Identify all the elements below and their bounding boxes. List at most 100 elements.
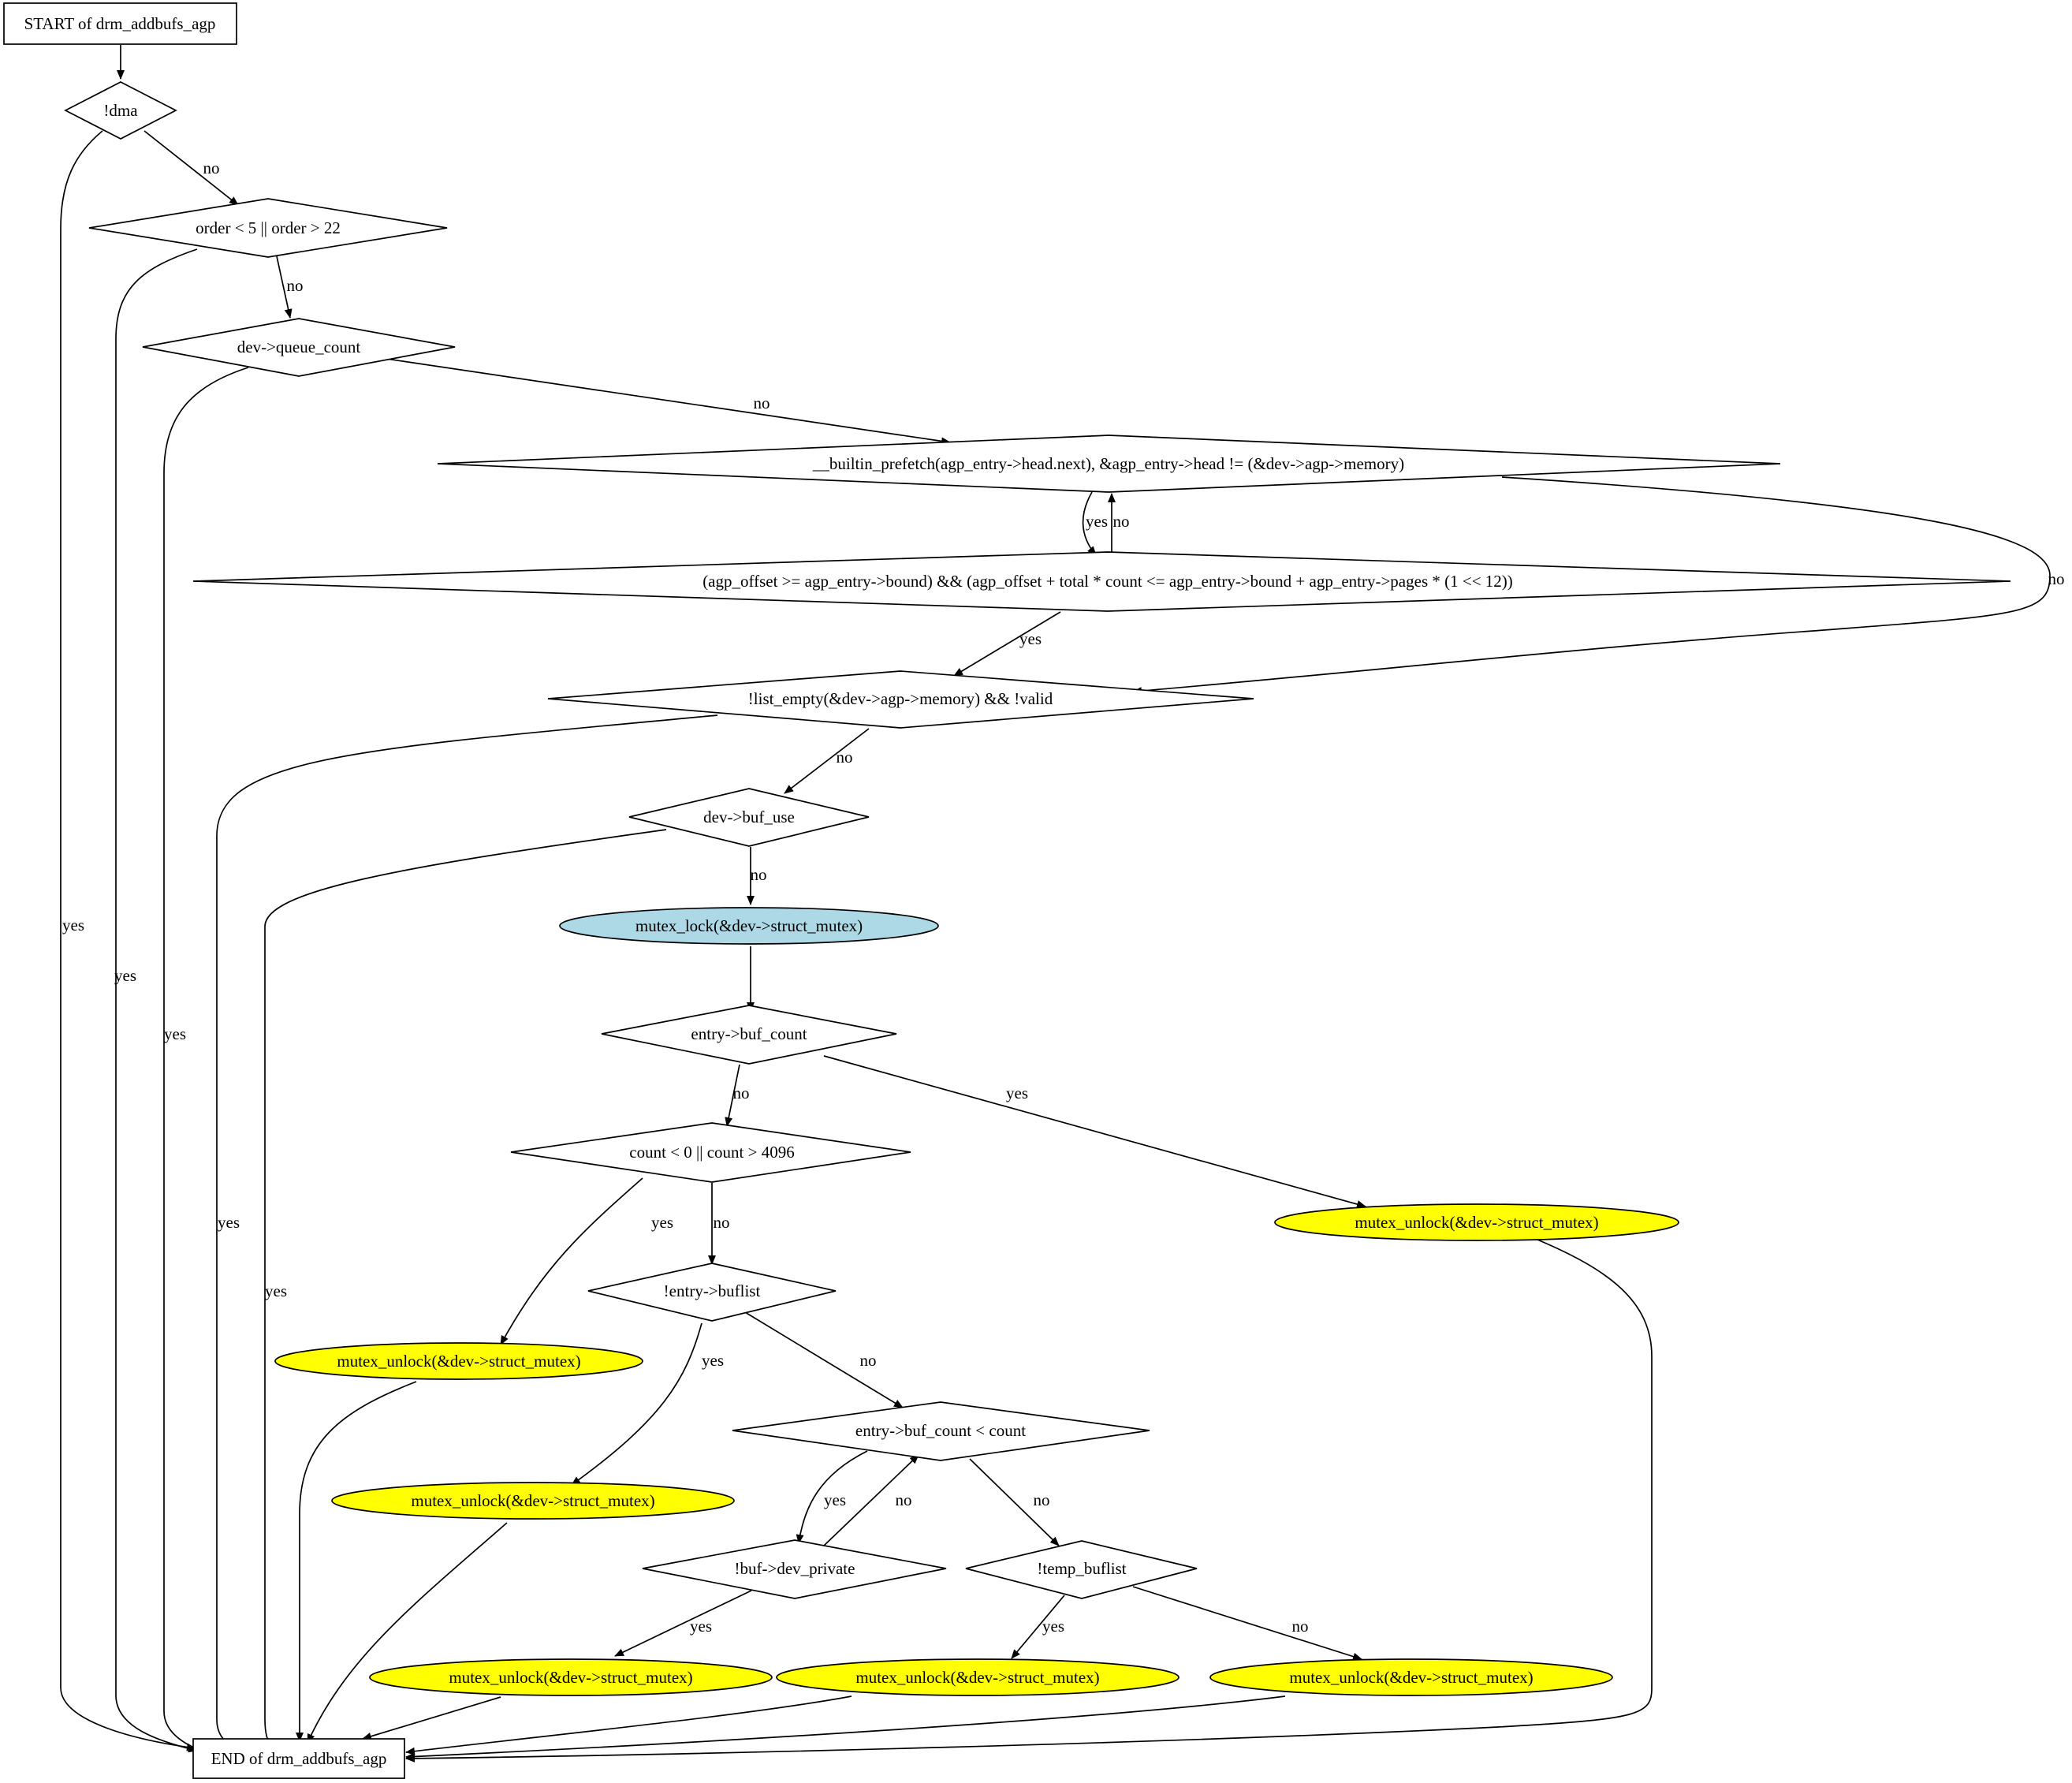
edge-label-bufcount-yes: yes: [1006, 1084, 1028, 1102]
edge-prefetch-no: [1132, 476, 2051, 696]
edge-bufcountlt-yes: [796, 1450, 868, 1544]
exit-mutex-unlock-b: mutex_unlock(&dev->struct_mutex): [331, 1482, 735, 1520]
exit-mutex-unlock-b-label: mutex_unlock(&dev->struct_mutex): [411, 1491, 654, 1510]
condition-buflist-label: !entry->buflist: [664, 1281, 761, 1300]
condition-temp-buflist-label: !temp_buflist: [1037, 1559, 1126, 1578]
exit-mutex-unlock-a: mutex_unlock(&dev->struct_mutex): [274, 1342, 643, 1380]
edge-label-offset-yes: yes: [1019, 629, 1042, 648]
exit-mutex-unlock-e-label: mutex_unlock(&dev->struct_mutex): [855, 1668, 1099, 1687]
edge-order-no: [276, 256, 293, 319]
end-node: END of drm_addbufs_agp: [192, 1738, 405, 1779]
edge-label-dma-yes: yes: [62, 916, 84, 934]
edge-bufcount-yes: [823, 1055, 1366, 1208]
condition-list-empty-label: !list_empty(&dev->agp->memory) && !valid: [748, 689, 1053, 708]
edge-devpriv-no: [823, 1454, 919, 1546]
edge-buflist-no: [744, 1311, 904, 1408]
edge-dma-no: [143, 130, 239, 206]
start-node-label: START of drm_addbufs_agp: [24, 14, 216, 33]
exit-mutex-unlock-f-label: mutex_unlock(&dev->struct_mutex): [1289, 1668, 1533, 1687]
edge-queue-no: [386, 358, 951, 446]
edge-label-bufcountlt-no: no: [1034, 1490, 1050, 1509]
edge-label-order-yes: yes: [114, 966, 136, 985]
exit-mutex-unlock-a-label: mutex_unlock(&dev->struct_mutex): [337, 1352, 580, 1371]
condition-order-label: order < 5 || order > 22: [196, 218, 341, 237]
edge-count-yes: [500, 1177, 643, 1345]
edges: no yes no yes no yes yes no no yes no ye…: [60, 45, 2065, 1762]
condition-buf-count-less: entry->buf_count < count: [732, 1401, 1150, 1461]
edge-unlock-a-to-end: [296, 1381, 417, 1742]
edge-bufcount-no: [725, 1064, 740, 1127]
edge-label-bufcount-no: no: [733, 1084, 750, 1102]
edge-label-offset-no: no: [1113, 512, 1130, 531]
condition-queue-count: dev->queue_count: [142, 318, 456, 377]
condition-count-range-label: count < 0 || count > 4096: [629, 1143, 794, 1162]
edge-label-listempty-yes: yes: [218, 1213, 240, 1232]
edge-queue-yes: [163, 367, 249, 1753]
edge-label-queue-yes: yes: [164, 1024, 186, 1043]
edge-listempty-no: [784, 728, 870, 794]
condition-dev-private: !buf->dev_private: [642, 1539, 947, 1599]
condition-count-range: count < 0 || count > 4096: [510, 1122, 911, 1183]
condition-queue-count-label: dev->queue_count: [237, 338, 361, 356]
condition-agp-offset: (agp_offset >= agp_entry->bound) && (agp…: [192, 551, 2011, 612]
edge-label-order-no: no: [287, 276, 304, 295]
exit-mutex-unlock-e: mutex_unlock(&dev->struct_mutex): [776, 1658, 1179, 1696]
edge-label-dma-no: no: [203, 159, 220, 177]
edge-label-queue-no: no: [754, 394, 770, 412]
exit-mutex-unlock-d: mutex_unlock(&dev->struct_mutex): [369, 1658, 773, 1696]
edge-label-tempbuf-no: no: [1292, 1617, 1309, 1636]
edge-offset-yes: [953, 611, 1061, 677]
edge-label-bufuse-no: no: [751, 865, 767, 884]
nodes: START of drm_addbufs_agp !dma order < 5 …: [3, 2, 2011, 1779]
end-node-label: END of drm_addbufs_agp: [211, 1749, 387, 1768]
edge-label-devpriv-no: no: [896, 1490, 912, 1509]
edge-unlock-f-to-end: [405, 1695, 1286, 1761]
condition-buf-use-label: dev->buf_use: [703, 808, 795, 826]
condition-buf-count-less-label: entry->buf_count < count: [855, 1421, 1026, 1440]
condition-agp-offset-label: (agp_offset >= agp_entry->bound) && (agp…: [702, 572, 1513, 591]
edge-unlock-d-to-end: [362, 1696, 501, 1740]
edge-dma-yes: [60, 130, 196, 1751]
edge-label-prefetch-yes: yes: [1086, 512, 1108, 531]
edge-label-devpriv-yes: yes: [690, 1617, 712, 1636]
condition-dev-private-label: !buf->dev_private: [735, 1559, 855, 1578]
edge-label-bufuse-yes: yes: [265, 1281, 287, 1300]
edge-unlock-e-to-end: [405, 1695, 852, 1755]
edge-label-count-no: no: [714, 1213, 730, 1232]
condition-buf-count-label: entry->buf_count: [691, 1024, 807, 1043]
condition-buf-use: dev->buf_use: [628, 788, 870, 847]
edge-label-tempbuf-yes: yes: [1042, 1617, 1064, 1636]
edge-listempty-yes: [216, 714, 718, 1749]
edge-label-buflist-no: no: [860, 1351, 877, 1370]
edge-label-count-yes: yes: [651, 1213, 673, 1232]
edge-unlock-c-to-end: [405, 1239, 1653, 1762]
condition-dma: !dma: [64, 81, 177, 140]
edge-buflist-yes: [571, 1322, 702, 1486]
edge-label-buflist-yes: yes: [702, 1351, 724, 1370]
edge-prefetch-yes: [1082, 491, 1097, 556]
exit-mutex-unlock-c-label: mutex_unlock(&dev->struct_mutex): [1355, 1213, 1598, 1232]
edge-bufuse-yes: [263, 829, 667, 1748]
process-mutex-lock-label: mutex_lock(&dev->struct_mutex): [635, 916, 863, 935]
edge-unlock-b-to-end: [307, 1522, 508, 1744]
process-mutex-lock: mutex_lock(&dev->struct_mutex): [559, 907, 939, 945]
edge-tempbuf-no: [1132, 1586, 1362, 1661]
edge-devpriv-yes: [614, 1590, 752, 1657]
start-node: START of drm_addbufs_agp: [3, 2, 237, 45]
exit-mutex-unlock-c: mutex_unlock(&dev->struct_mutex): [1274, 1203, 1679, 1241]
condition-buf-count: entry->buf_count: [601, 1005, 897, 1065]
exit-mutex-unlock-d-label: mutex_unlock(&dev->struct_mutex): [449, 1668, 692, 1687]
condition-temp-buflist: !temp_buflist: [965, 1540, 1198, 1599]
edge-tempbuf-yes: [1011, 1595, 1065, 1659]
condition-dma-label: !dma: [103, 101, 138, 120]
condition-buflist: !entry->buflist: [587, 1263, 837, 1322]
condition-order: order < 5 || order > 22: [88, 198, 448, 258]
edge-label-prefetch-no: no: [2048, 569, 2065, 588]
edge-order-yes: [115, 248, 198, 1753]
edge-bufcountlt-no: [969, 1458, 1060, 1546]
exit-mutex-unlock-f: mutex_unlock(&dev->struct_mutex): [1209, 1658, 1613, 1696]
condition-prefetch: __builtin_prefetch(agp_entry->head.next)…: [437, 435, 1781, 493]
condition-prefetch-label: __builtin_prefetch(agp_entry->head.next)…: [812, 454, 1404, 473]
condition-list-empty: !list_empty(&dev->agp->memory) && !valid: [547, 670, 1254, 729]
